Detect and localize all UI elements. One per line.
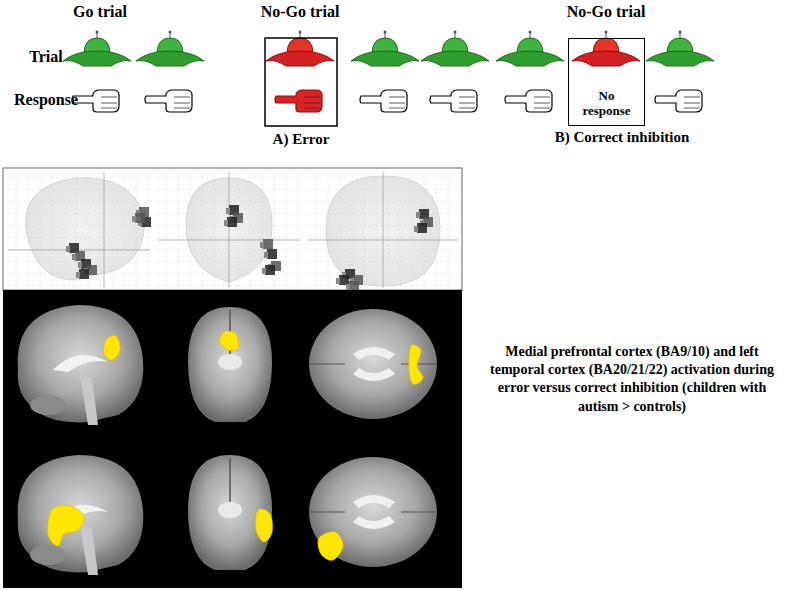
trial-box [265,38,337,126]
coronal-slice [188,307,272,422]
glass-brain [8,172,151,288]
trial-heading: Go trial [73,3,127,21]
trial-heading: No-Go trial [261,3,340,21]
saucer-icon [572,31,640,67]
hand-icon [655,90,702,112]
glass-brain [308,172,458,291]
slice-panel [3,290,462,588]
outcome-label: B) Correct inhibition [555,129,690,146]
hand-icon [360,90,407,112]
axial-slice [309,309,437,419]
activation-blob [48,506,85,546]
outcome-label: A) Error [273,131,330,148]
activation-blob [318,532,343,561]
hand-icon [275,90,322,112]
glass-brain [158,172,300,288]
row-label: Trial [29,48,62,66]
saucer-icon [496,31,564,67]
box-text: No response [569,89,644,119]
sagittal-slice [18,455,144,575]
sagittal-slice [18,305,144,425]
hand-icon [505,90,552,112]
activation-blob [220,331,239,350]
trial-box: No response [568,38,645,126]
coronal-slice [188,455,272,570]
hand-icon [72,90,119,112]
saucer-icon [63,31,131,67]
saucer-icon [266,31,334,67]
activation-blob [104,335,121,360]
row-label: Response [14,91,78,109]
glass-brain-panel [3,168,462,290]
saucer-icon [421,31,489,67]
figure-caption: Medial prefrontal cortex (BA9/10) and le… [482,343,782,416]
saucer-icon [136,31,204,67]
saucer-icon [646,31,714,67]
axial-slice [309,457,437,567]
saucer-icon [351,31,419,67]
hand-icon [145,90,192,112]
hand-icon [430,90,477,112]
activation-blob [256,509,273,542]
trial-heading: No-Go trial [567,3,646,21]
activation-blob [409,345,423,384]
